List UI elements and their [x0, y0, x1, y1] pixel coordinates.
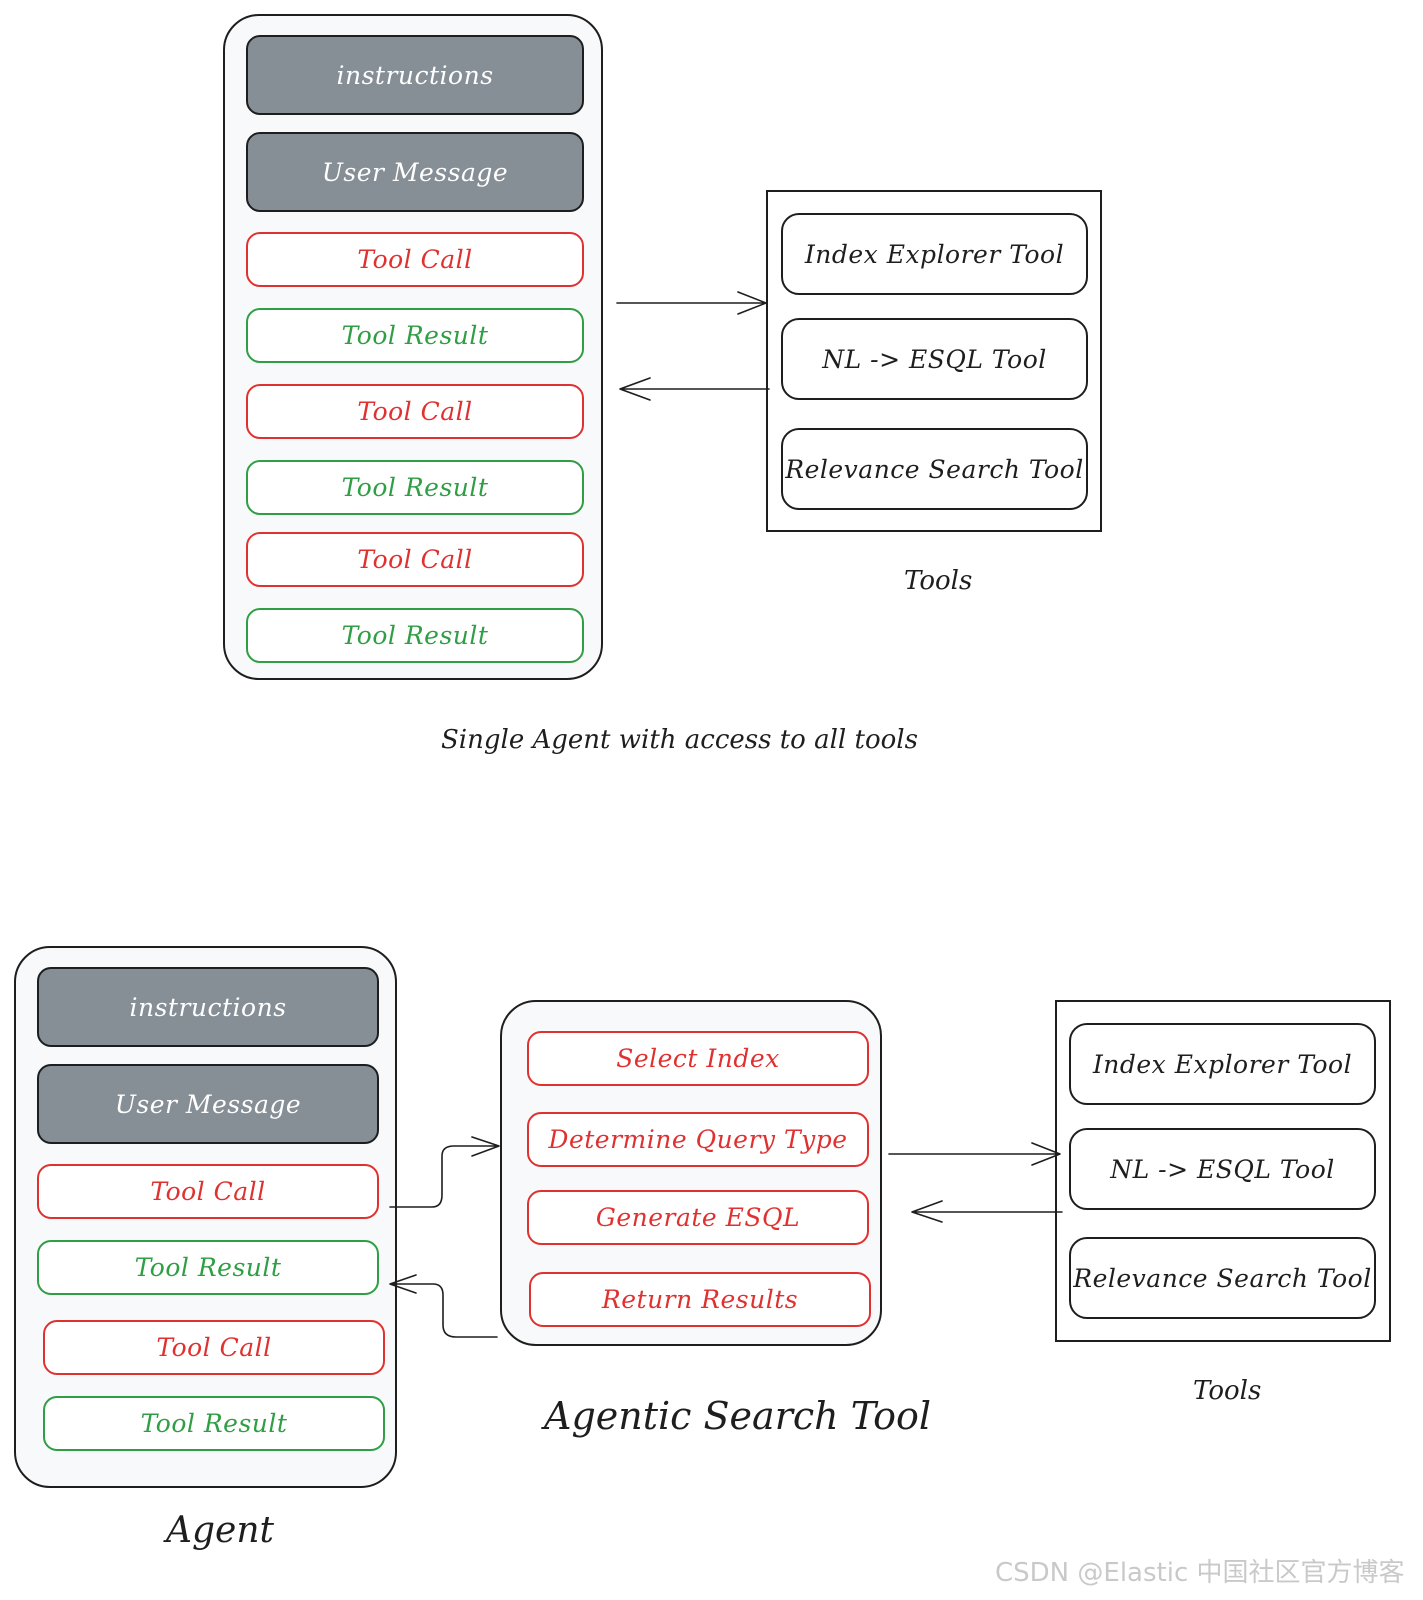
bottom-relevance-search-tool: Relevance Search Tool: [1069, 1237, 1376, 1319]
agentic-search-label: Agentic Search Tool: [544, 1394, 931, 1438]
top-tool-call-block: Tool Call: [246, 384, 584, 439]
top-tool-result-block: Tool Result: [246, 460, 584, 515]
bottom-arrow-to-search-from-tools: [911, 1200, 1063, 1223]
top-instructions-block: instructions: [246, 35, 584, 115]
bottom-instructions-block: instructions: [37, 967, 379, 1047]
bottom-arrow-to-tools: [888, 1142, 1061, 1166]
top-index-explorer-tool: Index Explorer Tool: [781, 213, 1088, 295]
top-arrow-to-tools: [616, 291, 767, 315]
select-index-step: Select Index: [527, 1031, 869, 1086]
bottom-arrow-to-search: [389, 1136, 500, 1208]
top-tool-result-block: Tool Result: [246, 608, 584, 663]
top-caption: Single Agent with access to all tools: [441, 725, 918, 755]
bottom-tool-call-block: Tool Call: [37, 1164, 379, 1219]
determine-query-type-step: Determine Query Type: [527, 1112, 869, 1167]
bottom-agent-label: Agent: [166, 1510, 274, 1551]
bottom-tools-label: Tools: [1193, 1376, 1262, 1406]
top-arrow-to-agent: [619, 377, 770, 401]
bottom-tool-call-block: Tool Call: [43, 1320, 385, 1375]
watermark: CSDN @Elastic 中国社区官方博客: [995, 1558, 1405, 1588]
top-tool-call-block: Tool Call: [246, 532, 584, 587]
top-tool-result-block: Tool Result: [246, 308, 584, 363]
top-nl-esql-tool: NL -> ESQL Tool: [781, 318, 1088, 400]
top-tools-label: Tools: [904, 566, 973, 596]
bottom-arrow-to-result: [389, 1274, 498, 1338]
top-user-message-block: User Message: [246, 132, 584, 212]
return-results-step: Return Results: [529, 1272, 871, 1327]
bottom-user-message-block: User Message: [37, 1064, 379, 1144]
top-relevance-search-tool: Relevance Search Tool: [781, 428, 1088, 510]
bottom-index-explorer-tool: Index Explorer Tool: [1069, 1023, 1376, 1105]
generate-esql-step: Generate ESQL: [527, 1190, 869, 1245]
bottom-tool-result-block: Tool Result: [43, 1396, 385, 1451]
bottom-nl-esql-tool: NL -> ESQL Tool: [1069, 1128, 1376, 1210]
bottom-tool-result-block: Tool Result: [37, 1240, 379, 1295]
top-tool-call-block: Tool Call: [246, 232, 584, 287]
